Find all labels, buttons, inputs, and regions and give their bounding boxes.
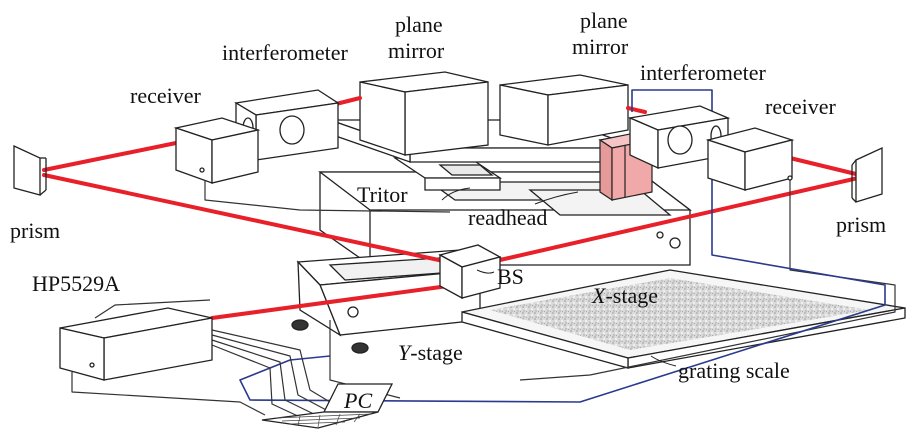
label-tritor: Tritor xyxy=(357,182,408,207)
hp-laser-head xyxy=(60,308,212,380)
label-plane-mirror-left-2: mirror xyxy=(388,38,445,63)
label-pc: PC xyxy=(343,388,372,413)
label-plane-mirror-right-2: mirror xyxy=(572,34,629,59)
receiver-left-box xyxy=(176,118,258,183)
label-plane-mirror-left-1: plane xyxy=(395,12,443,37)
label-interferometer-right: interferometer xyxy=(640,60,766,85)
pc-laptop xyxy=(262,384,392,428)
label-prism-right: prism xyxy=(836,212,886,237)
beam-splitter-box xyxy=(440,245,500,298)
label-bs: BS xyxy=(497,264,524,289)
plane-mirror-right xyxy=(500,75,628,145)
label-receiver-right: receiver xyxy=(765,94,836,119)
label-hp5529a: HP5529A xyxy=(32,271,120,296)
prism-right xyxy=(852,148,882,202)
label-interferometer-left: interferometer xyxy=(222,40,348,65)
label-prism-left: prism xyxy=(10,218,60,243)
label-y-stage-rest: -stage xyxy=(410,340,463,365)
label-grating-scale: grating scale xyxy=(678,358,790,383)
label-receiver-left: receiver xyxy=(130,83,201,108)
receiver-right-box xyxy=(708,128,792,190)
label-x-stage: X-stage xyxy=(591,283,658,308)
plane-mirror-left xyxy=(360,72,488,155)
label-readhead: readhead xyxy=(468,205,547,230)
prism-left xyxy=(14,146,46,195)
label-y-stage: Y-stage xyxy=(398,340,463,365)
label-plane-mirror-right-1: plane xyxy=(580,8,628,33)
label-x-stage-rest: -stage xyxy=(605,283,658,308)
